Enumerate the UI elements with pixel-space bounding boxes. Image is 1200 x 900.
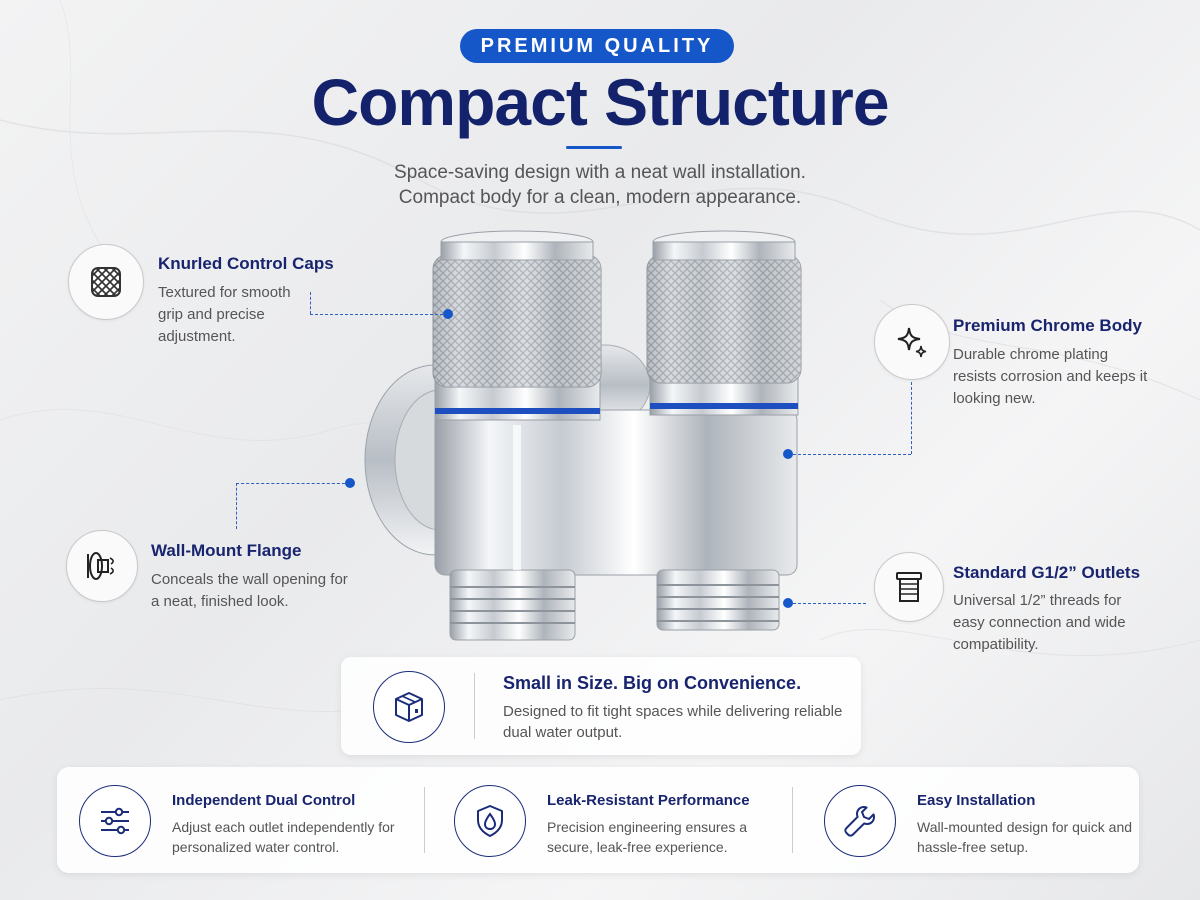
benefit-icon-badge xyxy=(824,785,896,857)
callout-line xyxy=(911,382,912,454)
feature-description: Universal 1/2” threads for easy connecti… xyxy=(953,592,1126,653)
benefits-bar: Independent Dual Control Adjust each out… xyxy=(57,767,1139,873)
benefit-dual-control: Independent Dual Control Adjust each out… xyxy=(57,767,417,873)
sliders-icon xyxy=(101,807,129,835)
callout-line xyxy=(793,454,911,455)
benefit-leak-resistant: Leak-Resistant Performance Precision eng… xyxy=(432,767,792,873)
dual-valve-product-image xyxy=(364,230,802,641)
benefit-description: Wall-mounted design for quick and hassle… xyxy=(917,819,1133,855)
callout-line xyxy=(236,483,350,484)
flange-icon xyxy=(87,552,114,580)
feature-title: Wall-Mount Flange xyxy=(151,541,302,560)
box-icon xyxy=(395,692,423,722)
page-title: Compact Structure xyxy=(311,65,889,139)
callout-line xyxy=(310,292,311,314)
callout-line xyxy=(236,483,237,529)
benefit-title: Leak-Resistant Performance xyxy=(547,792,750,809)
feature-icon-badge xyxy=(874,304,950,380)
feature-icon-badge xyxy=(66,530,138,602)
callout-dot xyxy=(443,309,453,319)
feature-title: Knurled Control Caps xyxy=(158,254,334,273)
feature-description: Textured for smooth grip and precise adj… xyxy=(158,284,291,345)
subtitle-line-1: Space-saving design with a neat wall ins… xyxy=(394,162,806,183)
highlight-title: Small in Size. Big on Convenience. xyxy=(503,673,802,693)
benefit-icon-badge xyxy=(454,785,526,857)
callout-dot xyxy=(345,478,355,488)
feature-title: Premium Chrome Body xyxy=(953,316,1142,335)
callout-dot xyxy=(783,598,793,608)
callout-line xyxy=(310,314,443,315)
benefit-title: Easy Installation xyxy=(917,792,1036,809)
thread-fitting-icon xyxy=(896,572,922,602)
highlight-description: Designed to fit tight spaces while deliv… xyxy=(503,703,843,741)
feature-icon-badge xyxy=(68,244,144,320)
benefit-divider xyxy=(424,787,425,853)
benefit-easy-installation: Easy Installation Wall-mounted design fo… xyxy=(802,767,1139,873)
feature-description: Durable chrome plating resists corrosion… xyxy=(953,346,1148,407)
highlight-divider xyxy=(474,673,475,739)
benefit-description: Adjust each outlet independently for per… xyxy=(172,819,395,855)
benefit-icon-badge xyxy=(79,785,151,857)
title-underline xyxy=(566,146,622,149)
highlight-card: Small in Size. Big on Convenience. Desig… xyxy=(341,657,861,755)
subtitle-line-2: Compact body for a clean, modern appeara… xyxy=(398,187,802,208)
callout-dot xyxy=(783,449,793,459)
subtitle: Space-saving design with a neat wall ins… xyxy=(0,160,1200,210)
sparkle-icon xyxy=(897,327,927,358)
benefit-title: Independent Dual Control xyxy=(172,792,356,809)
wrench-icon xyxy=(844,806,875,837)
knurl-pattern-icon xyxy=(91,267,121,297)
shield-drop-icon xyxy=(477,805,503,837)
feature-title: Standard G1/2” Outlets xyxy=(953,563,1141,582)
callout-line xyxy=(793,603,866,604)
premium-quality-badge: PREMIUM QUALITY xyxy=(460,29,734,63)
feature-icon-badge xyxy=(874,552,944,622)
benefit-description: Precision engineering ensures a secure, … xyxy=(547,819,748,855)
feature-description: Conceals the wall opening for a neat, fi… xyxy=(151,571,348,610)
highlight-icon-badge xyxy=(373,671,445,743)
benefit-divider xyxy=(792,787,793,853)
